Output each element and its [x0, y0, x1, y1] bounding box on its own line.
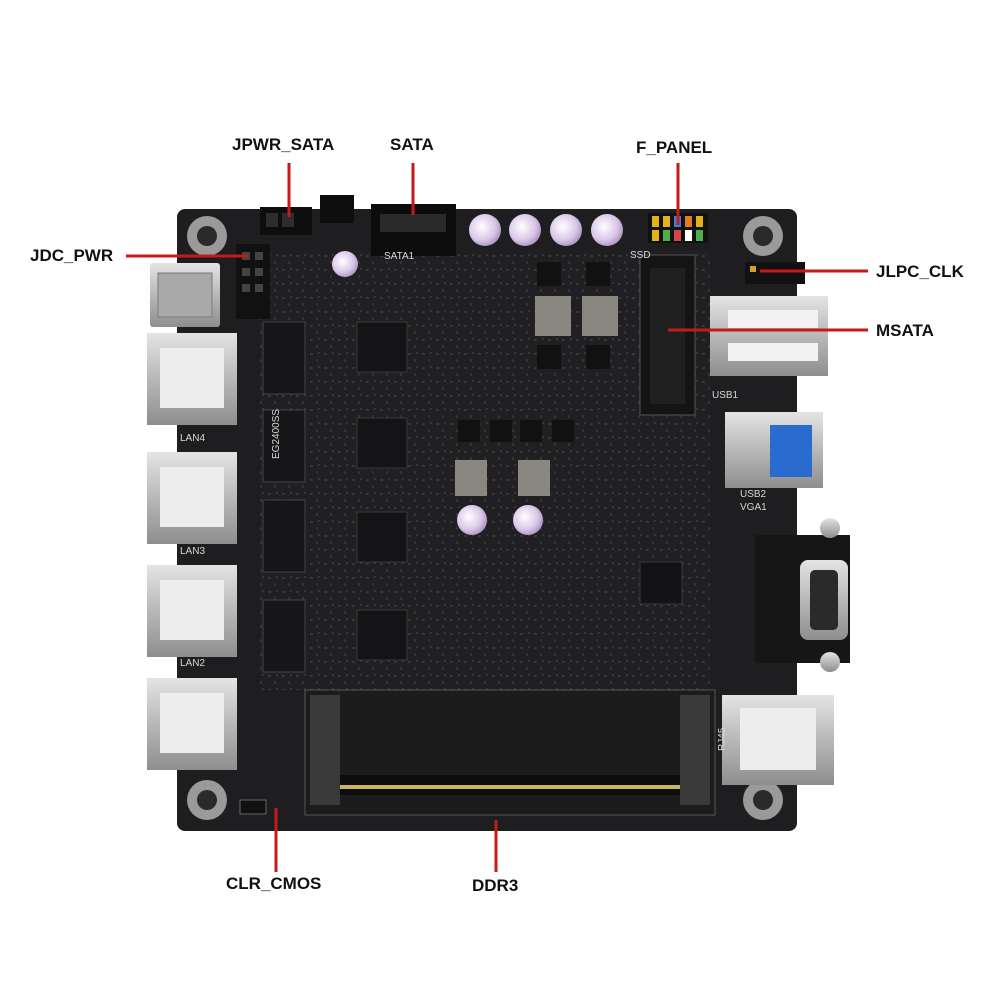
lan-magnetics — [262, 321, 306, 673]
silk-vga1: VGA1 — [740, 502, 767, 513]
super-io-chip — [639, 561, 683, 605]
silk-ssd: SSD — [630, 250, 651, 261]
lan-ports — [147, 333, 237, 770]
label-jdc-pwr: JDC_PWR — [30, 246, 114, 265]
lan-port-top — [147, 333, 237, 425]
mounting-hole-bottom-right — [743, 780, 783, 820]
clr-cmos-jumper — [239, 799, 267, 815]
jpwr-sata-connector — [260, 195, 354, 235]
silk-rj45: RJ45 — [717, 727, 728, 751]
label-sata: SATA — [390, 135, 434, 154]
lan-port-2 — [147, 678, 237, 770]
label-jpwr-sata: JPWR_SATA — [232, 135, 335, 154]
jlpc-clk-header — [745, 262, 805, 284]
mounting-holes — [187, 216, 783, 820]
silk-usb1: USB1 — [712, 390, 739, 401]
usb-port-1 — [710, 296, 828, 376]
vga-port — [755, 518, 850, 672]
dc-power-jack — [150, 263, 220, 327]
silk-usb2: USB2 — [740, 489, 767, 500]
lan-port-3 — [147, 565, 237, 657]
callout-lines — [126, 163, 868, 872]
lan-controller-chips — [356, 321, 408, 661]
ddr3-slot — [304, 689, 716, 816]
capacitors — [332, 214, 623, 535]
sata-data-connector — [371, 204, 456, 256]
label-ddr3: DDR3 — [472, 876, 519, 895]
power-components — [455, 262, 618, 496]
silk-lan4: LAN4 — [180, 433, 205, 444]
silk-lan2: LAN2 — [180, 658, 205, 669]
label-jlpc-clk: JLPC_CLK — [876, 262, 964, 281]
mounting-hole-bottom-left — [187, 780, 227, 820]
silk-magnetics: EG2400SS — [271, 409, 282, 459]
msata-slot — [639, 254, 696, 416]
rj45-port-right — [722, 695, 834, 785]
silk-sata1: SATA1 — [384, 251, 415, 262]
usb-port-2 — [725, 412, 823, 488]
label-f-panel: F_PANEL — [636, 138, 713, 157]
silk-lan3: LAN3 — [180, 546, 205, 557]
label-msata: MSATA — [876, 321, 934, 340]
mounting-hole-top-left — [187, 216, 227, 256]
label-clr-cmos: CLR_CMOS — [226, 874, 322, 893]
mounting-hole-top-right — [743, 216, 783, 256]
lan-port-4 — [147, 452, 237, 544]
